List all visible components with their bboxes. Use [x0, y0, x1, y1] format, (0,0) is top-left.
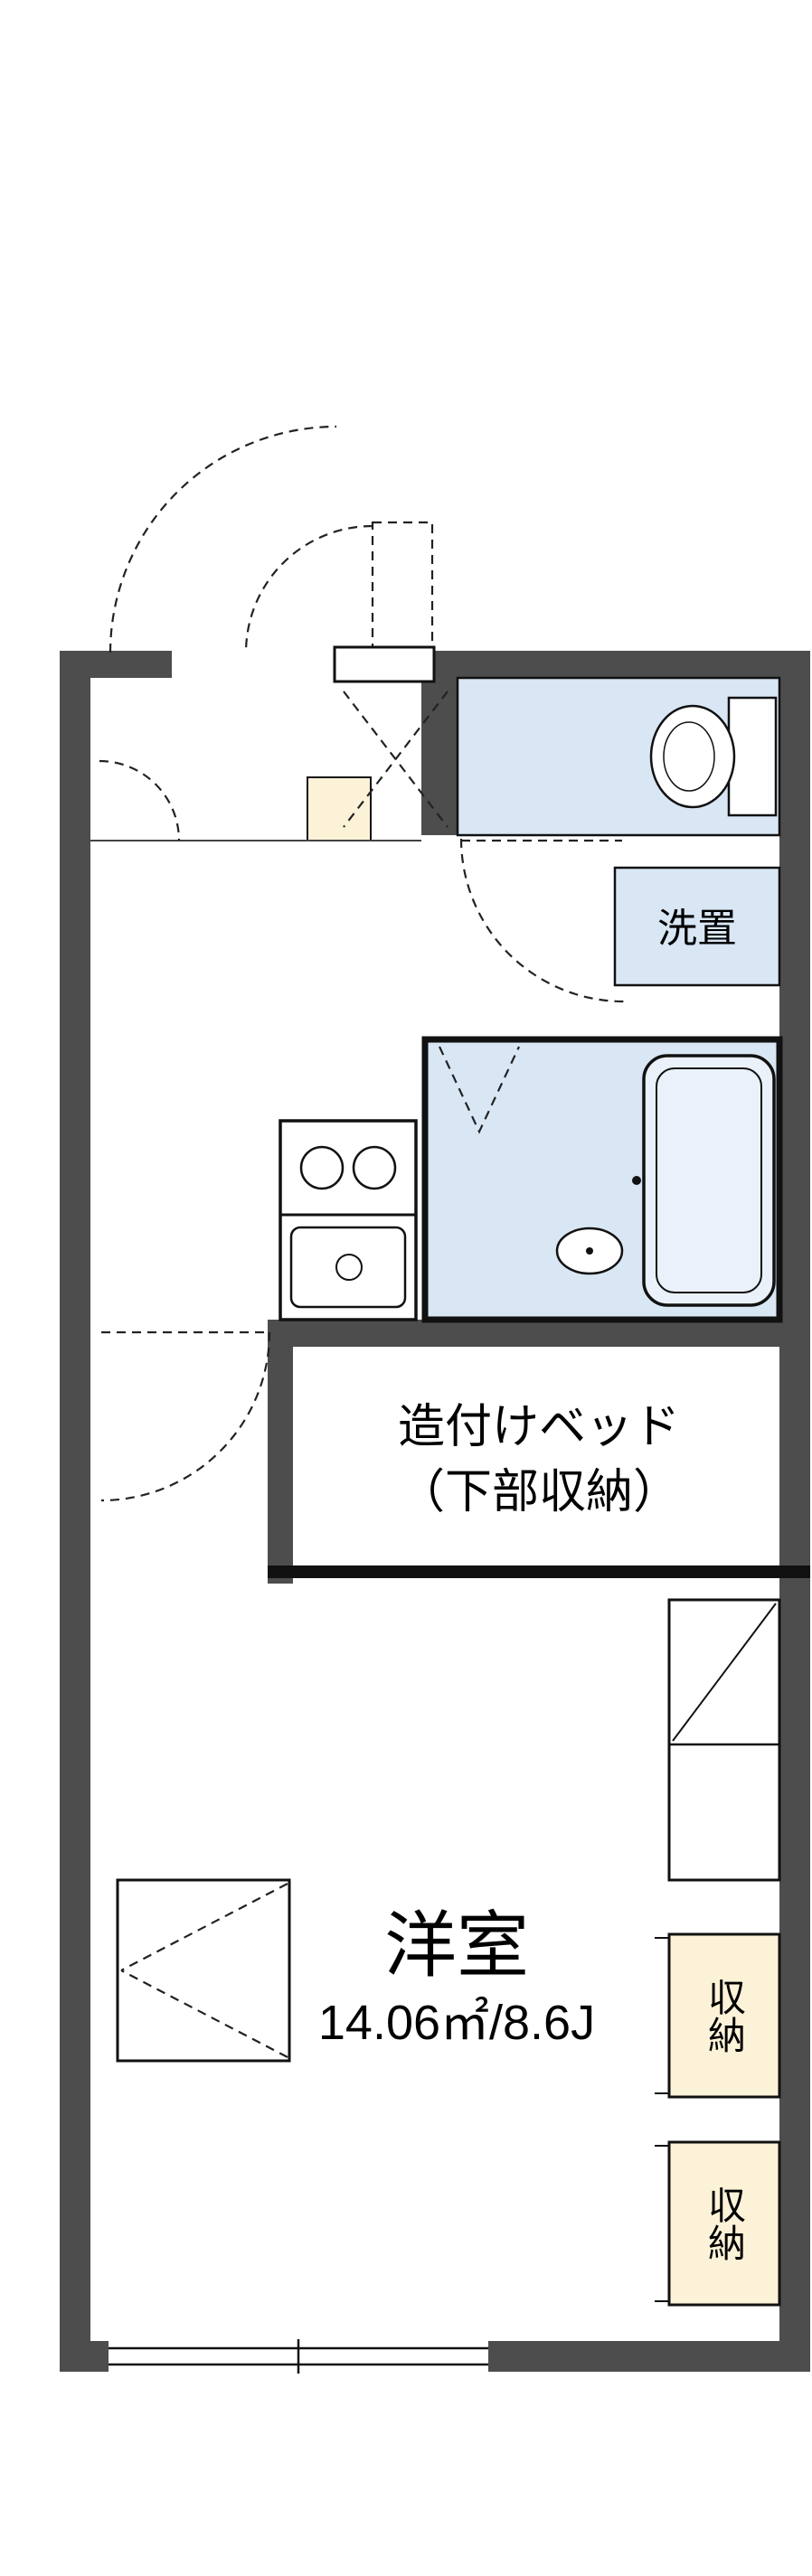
bed-bottom-partition	[268, 1565, 810, 1578]
room-door	[100, 1330, 271, 1502]
stove-burner-left-icon	[299, 1145, 345, 1190]
room-area-label: 14.06㎡/8.6J	[318, 1996, 595, 2050]
toilet-door-swing-arc	[459, 838, 625, 1003]
appliance-space	[667, 1598, 781, 1882]
storage-top-label: 収納	[703, 1978, 746, 2054]
storage-box-top	[667, 1932, 781, 2099]
bed-label-line2: （下部収納）	[398, 1466, 680, 1518]
bathtub-icon	[642, 1054, 776, 1307]
entry-side-door-swing-arc	[99, 759, 181, 841]
storage-bottom-label: 収納	[703, 2186, 746, 2261]
bathtub-inner-line	[656, 1067, 762, 1293]
entry-cross-mark-2	[343, 691, 448, 828]
stove-burner-right-icon	[352, 1145, 397, 1190]
bay-window-dash-lower	[120, 1970, 288, 2058]
bathroom	[421, 1036, 783, 1323]
walls	[60, 651, 810, 2372]
bed-label-line1: 造付けベッド	[398, 1401, 680, 1453]
main-room: 洋室 14.06㎡/8.6J	[116, 1878, 595, 2063]
bay-window-dash-upper	[120, 1883, 288, 1971]
wall-bottom-right-segment	[488, 2341, 810, 2372]
washer-space: 洗置	[613, 866, 781, 987]
wall-bed-top	[268, 1320, 810, 1347]
wall-top-left-segment	[60, 651, 172, 678]
room-door-swing-arc	[100, 1331, 271, 1502]
entry-door-frame	[333, 645, 436, 683]
appliance-space-box	[667, 1598, 781, 1882]
sink-drain-icon	[335, 1254, 363, 1281]
storage-column: 収納 収納	[655, 1932, 781, 2307]
wall-top-right-segment	[434, 651, 810, 678]
bath-drain-dot	[586, 1247, 593, 1255]
appliance-space-diagonal	[672, 1603, 777, 1742]
toilet-bowl-inner	[663, 721, 715, 792]
entry-door-swing-arc-small	[244, 524, 373, 653]
wall-bottom-left-segment	[60, 2341, 109, 2372]
washer-label: 洗置	[657, 907, 737, 951]
window-bottom	[109, 2339, 488, 2374]
toilet-tank	[727, 696, 778, 817]
wall-left	[60, 651, 90, 2372]
wall-right	[779, 651, 810, 2372]
storage-box-bottom	[667, 2140, 781, 2307]
entry-area	[90, 425, 448, 841]
entry-door-swing-arc-large	[109, 425, 337, 653]
kitchen-unit	[279, 1119, 418, 1321]
genkan-step	[307, 776, 372, 841]
built-in-bed-area: 造付けベッド （下部収納）	[398, 1401, 680, 1518]
bathroom-folding-door	[439, 1046, 520, 1134]
washer-box	[613, 866, 781, 987]
toilet-room	[456, 676, 781, 1003]
bay-window-box	[116, 1878, 291, 2063]
wall-entry-toilet-divider	[421, 678, 458, 835]
room-name-label: 洋室	[384, 1905, 529, 1986]
bathtub-faucet-dot	[632, 1176, 641, 1185]
wall-bed-left	[268, 1320, 293, 1584]
